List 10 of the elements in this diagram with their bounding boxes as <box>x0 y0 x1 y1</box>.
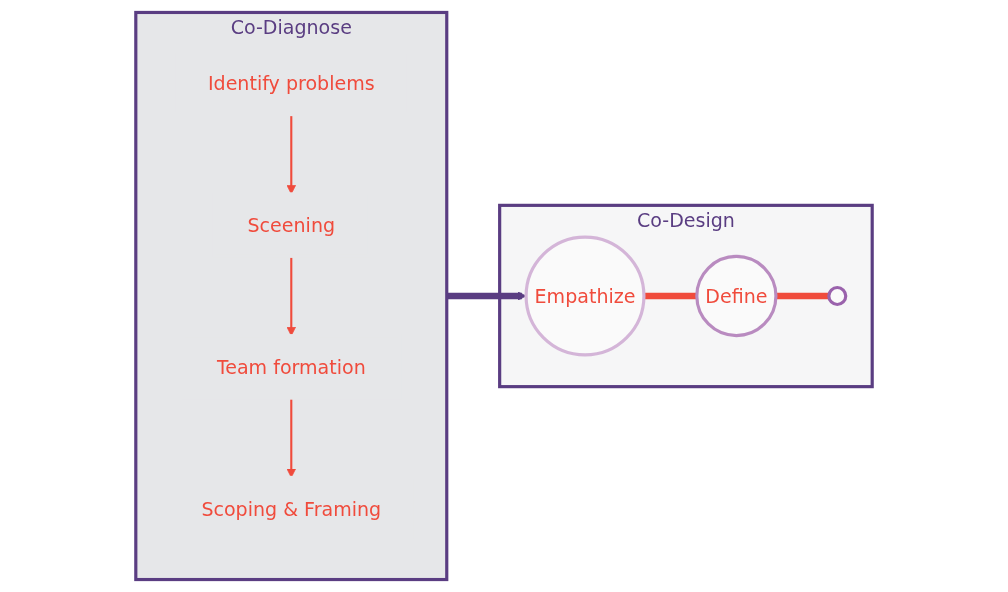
connector <box>643 292 697 300</box>
node-text: Team formation <box>216 355 366 378</box>
node-circle: Empathize <box>524 235 646 357</box>
node-circle: Define <box>695 254 778 338</box>
node-text: Identify problems <box>207 72 375 95</box>
node-text: Scoping & Framing <box>201 497 382 520</box>
connector <box>775 292 829 300</box>
node-text: Sceening <box>247 214 336 237</box>
node-circle <box>827 285 848 307</box>
arrow <box>286 398 296 478</box>
